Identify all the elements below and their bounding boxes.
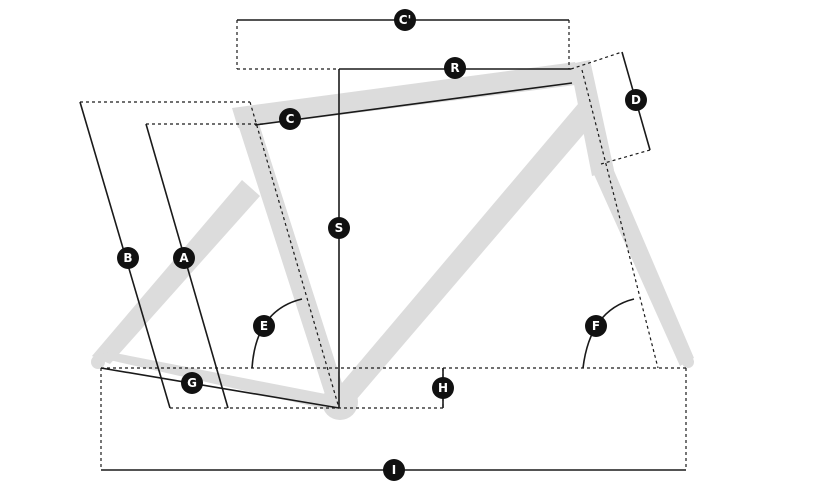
seat-tube	[234, 108, 348, 410]
label-r: R	[450, 61, 459, 75]
down-tube	[336, 104, 594, 400]
label-badge-f: F	[585, 315, 607, 337]
chain-stay	[92, 352, 346, 412]
label-c-prime: C'	[399, 13, 411, 27]
seat-stay	[92, 180, 260, 364]
label-c: C	[286, 112, 295, 126]
label-badge-i: I	[383, 459, 405, 481]
label-s: S	[335, 221, 344, 235]
bottom-bracket	[322, 384, 358, 420]
label-badge-c-prime: C'	[394, 9, 416, 31]
label-badge-d: D	[625, 89, 647, 111]
label-h: H	[438, 381, 448, 395]
label-i: I	[392, 463, 396, 477]
measure-c-line	[254, 82, 573, 126]
label-badge-b: B	[117, 247, 139, 269]
label-badge-h: H	[432, 377, 454, 399]
measure-g-line	[100, 367, 340, 409]
rear-dropout	[91, 355, 105, 369]
label-g: G	[187, 376, 197, 390]
label-f: F	[592, 319, 600, 333]
label-d: D	[631, 93, 641, 107]
top-tube	[232, 62, 583, 128]
label-badge-c: C	[279, 108, 301, 130]
label-badge-a: A	[173, 247, 195, 269]
label-badge-r: R	[444, 57, 466, 79]
bicycle-frame	[91, 60, 694, 420]
label-b: B	[123, 251, 132, 265]
fork	[592, 166, 694, 366]
label-badge-s: S	[328, 217, 350, 239]
label-badge-e: E	[253, 315, 275, 337]
label-badge-g: G	[181, 372, 203, 394]
label-a: A	[179, 251, 189, 265]
front-dropout	[682, 356, 694, 368]
label-e: E	[260, 319, 268, 333]
head-tube	[570, 60, 614, 176]
